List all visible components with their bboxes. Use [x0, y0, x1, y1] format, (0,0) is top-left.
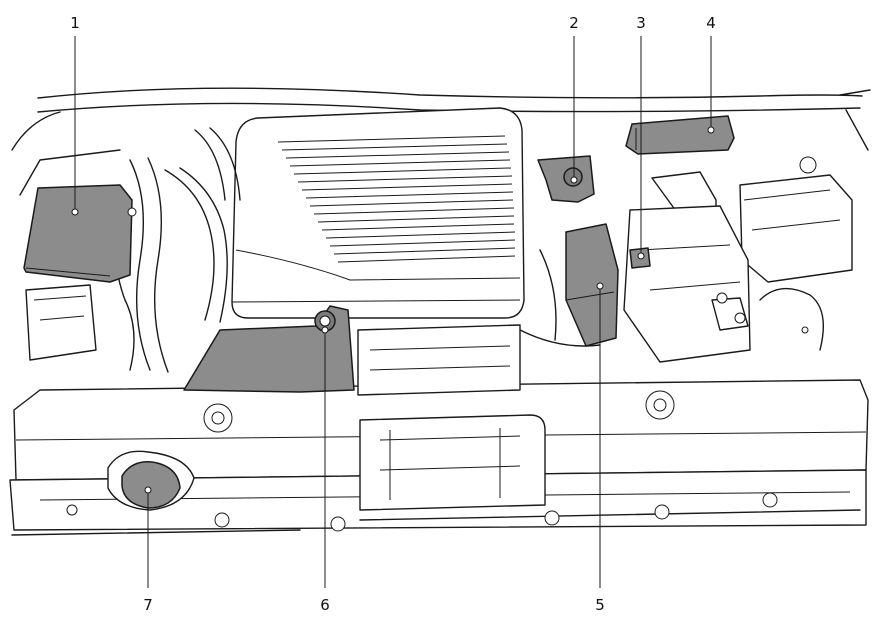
- callout-2: 2: [569, 14, 579, 32]
- engine-bay-linework: [9, 87, 871, 536]
- callout-3: 3: [636, 14, 646, 32]
- callout-4: 4: [706, 14, 716, 32]
- bolts: [66, 390, 778, 532]
- leader-dot-4: [707, 126, 715, 134]
- callout-5: 5: [595, 596, 605, 614]
- component-4-relay-box: [625, 115, 735, 155]
- engine-cover: [231, 107, 525, 319]
- leader-dot-3: [637, 252, 645, 260]
- callout-labels: 1 2 3 4 5 6 7: [70, 14, 716, 614]
- leader-dot-5: [596, 282, 604, 290]
- battery: [623, 205, 751, 363]
- leader-lines: [71, 36, 715, 588]
- component-6-coolant-reservoir: [183, 305, 355, 393]
- component-7-oil-filler-cap: [107, 450, 195, 511]
- callout-1: 1: [70, 14, 80, 32]
- leader-dot-7: [144, 486, 152, 494]
- component-5-washer-fluid-reservoir: [565, 223, 619, 347]
- leader-dot-2: [570, 176, 578, 184]
- engine-cover-ribs: [277, 135, 516, 263]
- component-1-fuse-box: [23, 184, 137, 283]
- leader-dot-1: [71, 208, 79, 216]
- leader-dot-6: [321, 326, 329, 334]
- callout-6: 6: [320, 596, 330, 614]
- callout-7: 7: [143, 596, 153, 614]
- component-2-brake-fluid-reservoir: [537, 155, 595, 203]
